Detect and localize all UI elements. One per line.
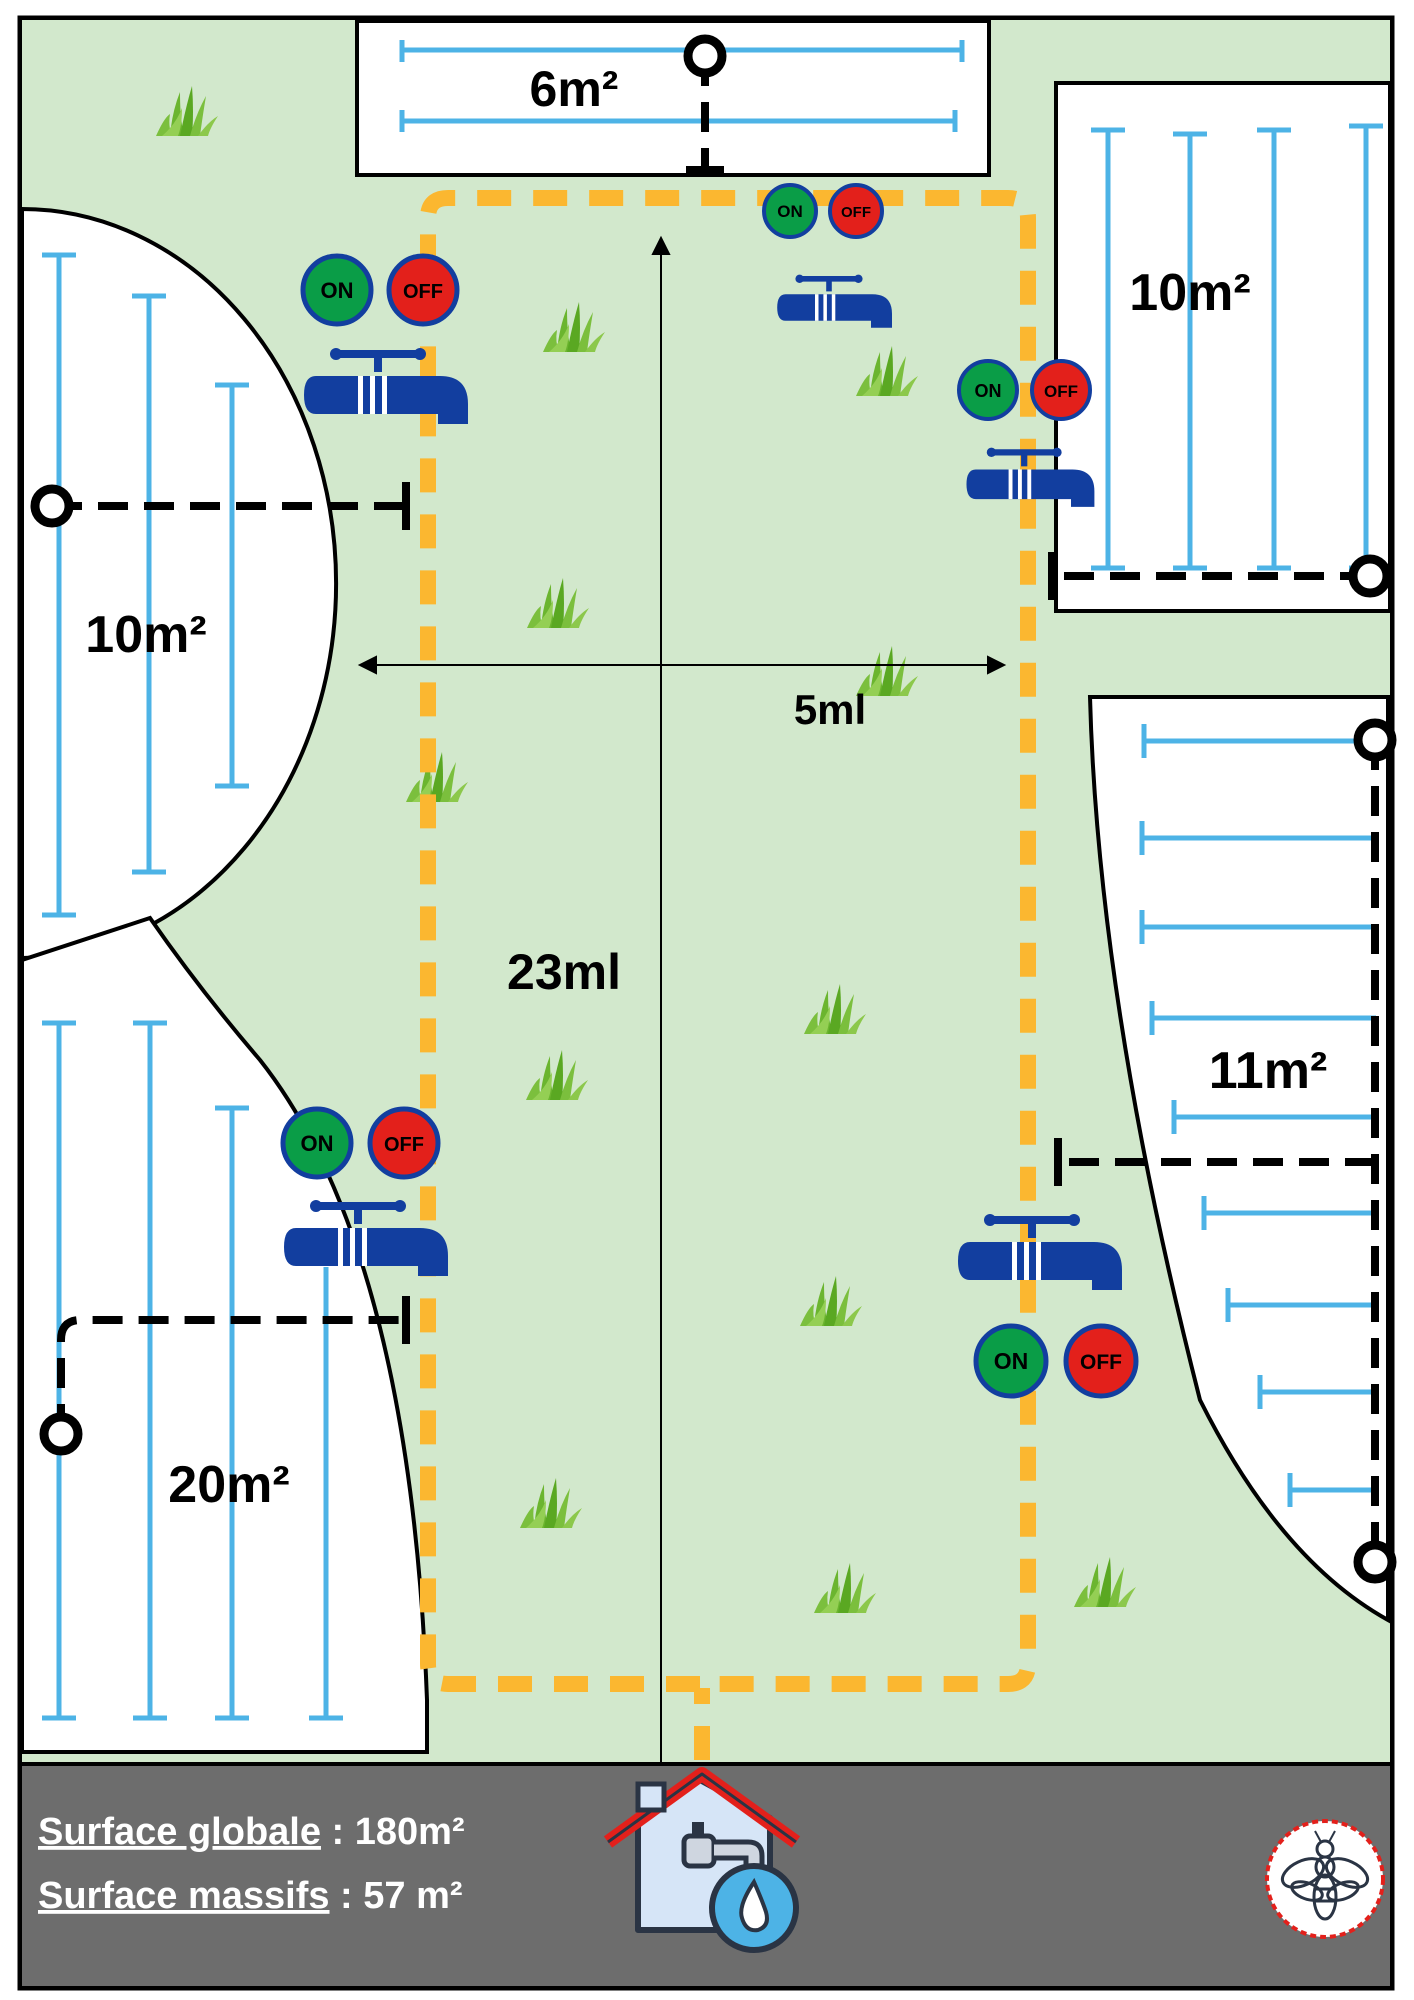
- valve-left-lower: ON OFF: [280, 1106, 448, 1276]
- dimension-width-label: 5ml: [794, 686, 866, 733]
- branch-line-endpoints: [30, 34, 1397, 1584]
- zone-left-lower-area: 20m²: [168, 1456, 289, 1514]
- valve-left-upper: ON OFF: [300, 253, 468, 424]
- dimension-arrows: [357, 235, 1007, 1867]
- zone-right-upper-area: 10m²: [1129, 264, 1250, 322]
- bed-left-upper: [20, 206, 339, 961]
- off-button[interactable]: [1063, 1323, 1139, 1399]
- off-label: OFF: [384, 1134, 424, 1156]
- dimension-length-label: 23ml: [507, 944, 621, 1000]
- on-label: ON: [301, 1131, 334, 1156]
- global-surface-title: Surface globale: [38, 1811, 321, 1853]
- valve-top: ON OFF: [762, 183, 892, 328]
- off-label: OFF: [1044, 382, 1078, 401]
- zone-top-area: 6m²: [530, 61, 619, 117]
- off-label: OFF: [1080, 1351, 1122, 1374]
- global-surface-label: Surface globale : 180m²: [38, 1811, 465, 1853]
- on-label: ON: [975, 381, 1002, 401]
- valve-right-lower: ON OFF: [958, 1214, 1139, 1399]
- zone-left-upper-area: 10m²: [85, 606, 206, 664]
- off-label: OFF: [403, 281, 443, 303]
- on-label: ON: [777, 202, 803, 221]
- house-water-source-icon: [603, 1767, 801, 1953]
- on-label: ON: [994, 1348, 1029, 1374]
- on-button[interactable]: [957, 359, 1019, 421]
- bed-top: [355, 19, 991, 177]
- off-button[interactable]: [1030, 359, 1092, 421]
- drip-lines: [42, 40, 1383, 1721]
- beds-surface-label: Surface massifs : 57 m²: [38, 1875, 463, 1917]
- branch-lines: [52, 56, 1379, 1562]
- off-button[interactable]: [367, 1106, 441, 1180]
- zone-right-lower-area: 11m²: [1209, 1042, 1328, 1100]
- beds-surface-title: Surface massifs: [38, 1875, 330, 1917]
- on-button[interactable]: [300, 253, 374, 327]
- on-label: ON: [321, 278, 354, 303]
- bee-logo-icon: [1265, 1819, 1385, 1939]
- valve-right-upper: ON OFF: [957, 359, 1095, 507]
- off-button[interactable]: [828, 183, 884, 239]
- on-button[interactable]: [973, 1323, 1049, 1399]
- bed-right-upper: [1054, 81, 1392, 613]
- off-button[interactable]: [386, 253, 460, 327]
- on-button[interactable]: [762, 183, 818, 239]
- beds-surface-value: : 57 m²: [330, 1875, 463, 1917]
- main-supply-pipe: [420, 190, 1036, 1760]
- global-surface-value: : 180m²: [321, 1811, 465, 1853]
- on-button[interactable]: [280, 1106, 354, 1180]
- off-label: OFF: [841, 204, 871, 221]
